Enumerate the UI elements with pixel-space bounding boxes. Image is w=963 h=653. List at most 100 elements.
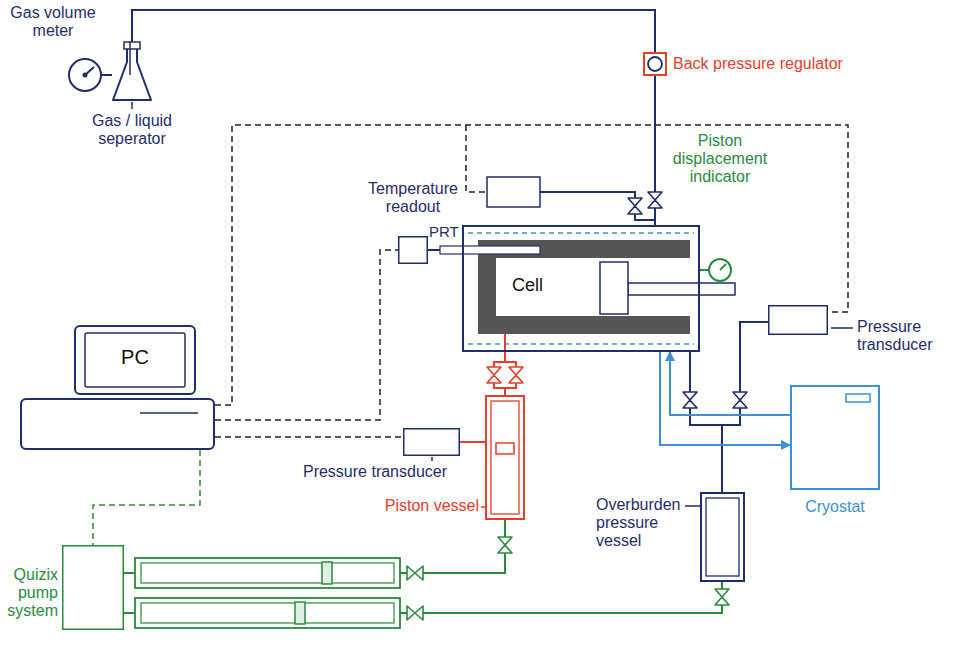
pump-cylinder [141, 563, 394, 583]
outline-part [140, 412, 198, 414]
component-label: Pressure transducer [300, 463, 450, 481]
component-label: Gas volume meter [10, 4, 96, 40]
outline-part [83, 73, 88, 78]
top-transducer [540, 192, 655, 220]
outline-part [706, 498, 739, 576]
pipe-line [722, 322, 768, 492]
component-label: Quizix pump system [2, 566, 58, 620]
valve [648, 192, 662, 208]
outline-part [769, 306, 828, 335]
node-outline [485, 395, 525, 520]
outline-part [720, 264, 726, 270]
pump-cylinder [295, 602, 305, 624]
quizix-pump: Quizix pump system [62, 545, 124, 630]
valve [407, 606, 423, 620]
pump-cylinder [135, 598, 400, 628]
pressure-transducer: Pressure transducer [403, 428, 460, 456]
valve [498, 537, 512, 553]
outline-part [113, 45, 151, 100]
outline-part [846, 394, 870, 402]
node-outline [643, 52, 667, 76]
valve [628, 198, 642, 214]
node-outline [20, 325, 215, 450]
cell-interior [628, 283, 735, 295]
leader-line [131, 102, 133, 109]
outline-part [399, 237, 428, 264]
cryostat: Cryostat [790, 385, 880, 490]
outline-part [129, 42, 131, 75]
outline-part [496, 443, 514, 454]
cell-interior [478, 316, 690, 334]
pipe-line [215, 125, 848, 405]
valve [407, 192, 747, 620]
pipe-line [215, 250, 398, 420]
valve [733, 392, 747, 408]
outline-part [404, 429, 460, 456]
pipe-line [700, 269, 708, 271]
overburden-vessel: Overburden pressure vessel [700, 492, 745, 582]
node-outline [62, 545, 124, 630]
valve [715, 589, 729, 605]
component-label: Gas / liquid seperator [87, 112, 177, 148]
back-pressure-regulator: Back pressure regulator [643, 52, 667, 76]
component-label: PC [85, 346, 185, 369]
node-outline [700, 492, 745, 582]
valve [407, 566, 423, 580]
cell-interior [600, 262, 628, 314]
cell-interior [468, 232, 694, 234]
red-branch [505, 362, 516, 388]
pipe-line [690, 352, 722, 492]
outline-part [21, 399, 214, 449]
outline-part [719, 282, 721, 284]
component-label: Piston displacement indicator [670, 132, 770, 186]
pipe-line [93, 450, 200, 545]
pump-cylinder [135, 558, 400, 588]
flow-arrow [670, 352, 790, 415]
displacement-indicator: Piston displacement indicator [708, 258, 732, 282]
pipe-line [102, 74, 112, 76]
component-label: Cryostat [790, 498, 880, 516]
outline-part [63, 546, 124, 630]
component-label: Cell [512, 275, 543, 296]
pump-cylinder [141, 603, 394, 623]
node-outline [462, 225, 700, 352]
valve [683, 392, 697, 408]
component-label: Temperature readout [365, 180, 461, 216]
node-outline [708, 258, 732, 282]
cell-interior [468, 343, 694, 345]
cell-interior [504, 334, 506, 352]
component-label: Piston vessel [375, 497, 479, 515]
pipe-line [132, 10, 655, 52]
temperature-readout: Temperature readout [398, 236, 428, 264]
component-label: Back pressure regulator [673, 55, 843, 73]
outline-part [791, 386, 879, 489]
outline-part [644, 53, 666, 75]
node-outline [790, 385, 880, 490]
top-transducer [466, 125, 655, 220]
cell-interior [440, 246, 540, 254]
leader-line [685, 505, 700, 507]
leader-line [831, 327, 853, 329]
top-transducer [487, 177, 540, 207]
pump-cylinder [135, 558, 400, 628]
outline-part [85, 333, 185, 387]
piston-vessel: Piston vessel [485, 395, 525, 520]
node-outline [403, 428, 460, 456]
valve [509, 367, 523, 383]
separator-flask: Gas / liquid seperator [112, 45, 152, 102]
outline-part [709, 259, 731, 281]
component-label: Pressure transducer [857, 318, 953, 354]
part-label: PRT [429, 223, 459, 241]
node-outline [768, 305, 828, 335]
leader-line [431, 457, 433, 461]
outline-part [69, 59, 101, 91]
flow-arrow [660, 352, 790, 445]
outline-part [648, 57, 662, 71]
pump-cylinder [322, 562, 332, 584]
node-outline [398, 236, 428, 264]
red-branch [505, 362, 516, 388]
top-transducer [466, 125, 487, 192]
outline-part [491, 401, 519, 514]
pressure-transducer: Pressure transducer [768, 305, 828, 335]
pipe-line [460, 441, 485, 443]
